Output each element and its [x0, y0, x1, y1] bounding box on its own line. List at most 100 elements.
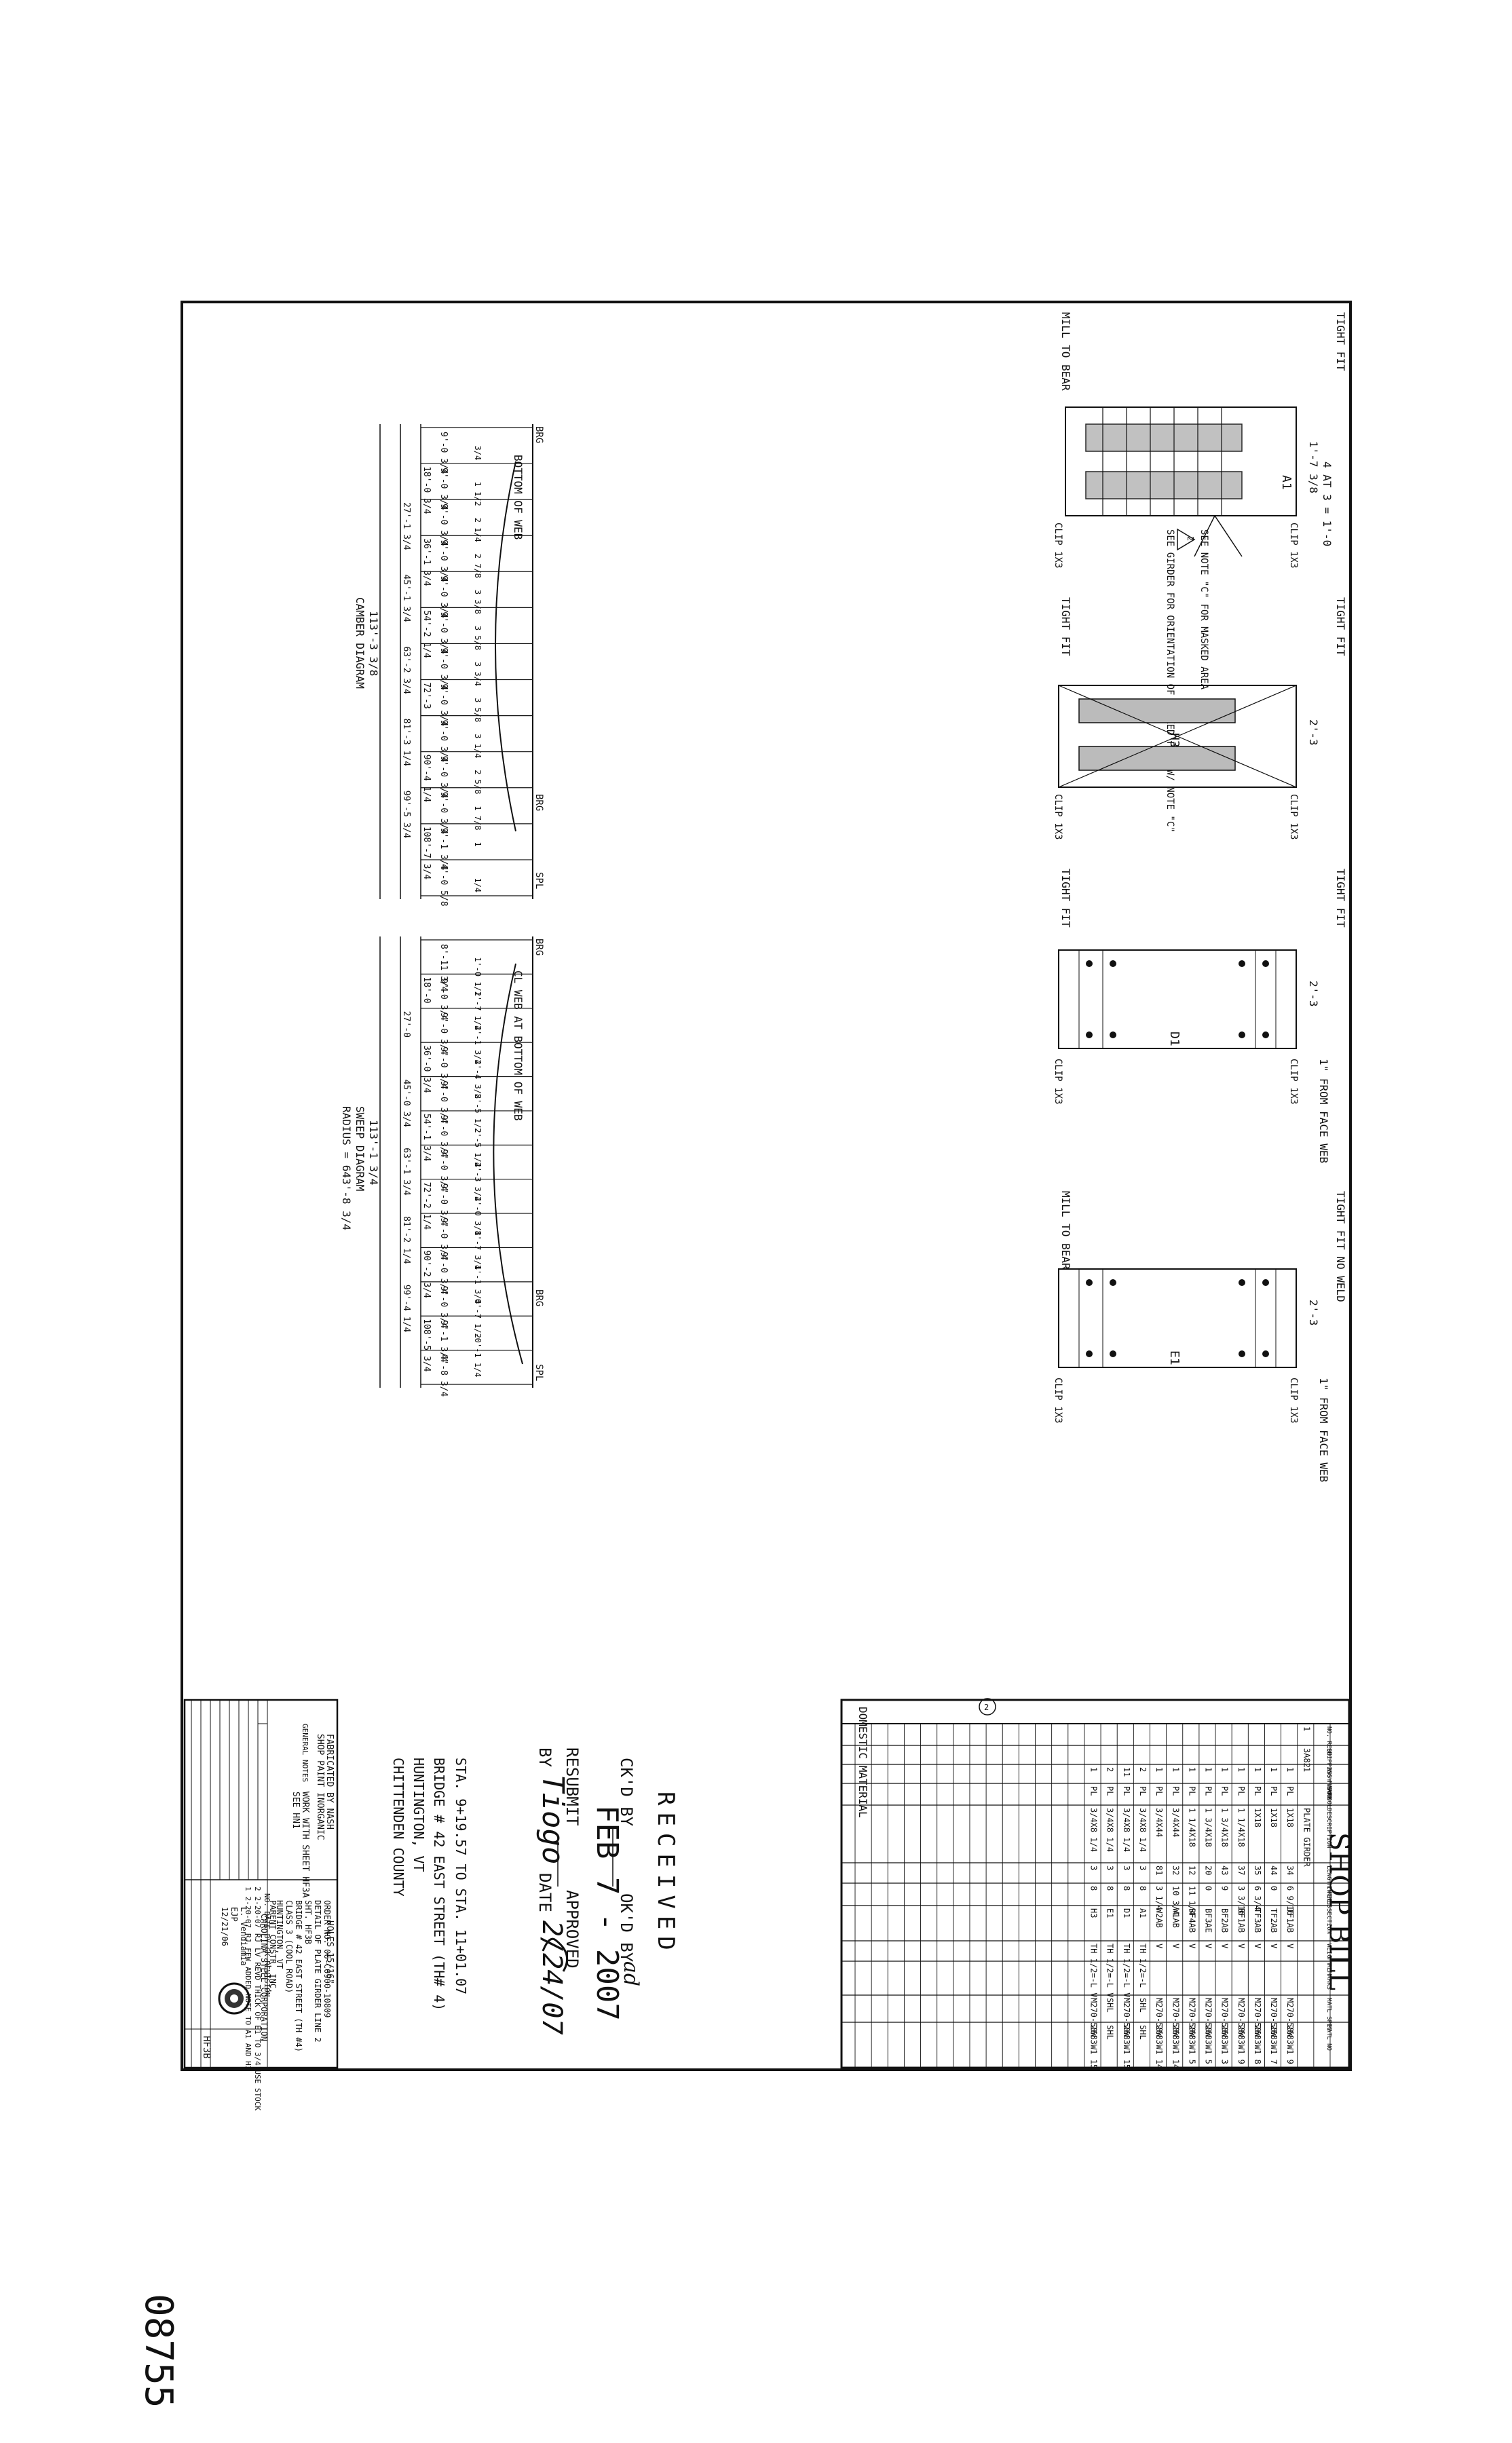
bill-cell: 2683W1 9: [1236, 2025, 1246, 2064]
diagram-ordinate-label: 1'-7 3/4: [473, 1230, 483, 1270]
diagram-span-label: 9'-0 3/4: [438, 1012, 449, 1055]
bill-cell: V: [1154, 1944, 1164, 1948]
company-seal-logo: [218, 1982, 250, 2015]
customer-name: PARENT CONSTR. INC.: [268, 1900, 278, 1993]
received-stamp: RECEIVED CK'D BY OK'D BY ad FEB 7 - 2007…: [535, 1747, 679, 2035]
camber-bottom-of-web: BOTTOM OF WEB: [512, 455, 525, 539]
bill-cell: 3: [1122, 1866, 1131, 1870]
domestic-material: DOMESTIC MATERIAL: [856, 1707, 869, 1818]
bill-cell: H3: [1089, 1908, 1099, 1918]
diagram-cumulative-label: 36'-1 3/4: [421, 538, 432, 586]
bill-cell: 1 1/4X18: [1236, 1808, 1246, 1847]
bill-cell: PL: [1105, 1786, 1115, 1796]
bill-cell: V: [1220, 1944, 1230, 1948]
rev-1-date: 2-20-07: [244, 1897, 252, 1928]
h3-top: TIGHT FIT: [1334, 597, 1347, 656]
sheet-border: [181, 301, 1352, 2071]
bill-cell: BF1AB: [1236, 1908, 1246, 1933]
bill-cell: M270-50W: [1204, 1998, 1213, 2038]
sweep-total: 113'-1 3/4: [367, 1120, 380, 1185]
rev-2-date: 2-20-07: [253, 1897, 262, 1928]
location-name: HUNTINGTON, VT: [275, 1900, 284, 1969]
diagram-ordinate-label: 3 3/4: [473, 662, 483, 686]
bill-cell: 2683W1 5: [1187, 2025, 1196, 2064]
by-label: BY: [535, 1747, 554, 1767]
rev-1-text: ADDED NOTE TO A1 AND H3: [244, 1967, 252, 2070]
bill-header-cell: LENGTH FEET: [1325, 1866, 1332, 1906]
received-date: FEB 7 - 2007: [590, 1805, 624, 2021]
sweep-brg-left: BRG: [533, 939, 544, 955]
diagram-cumulative-label: 45'-1 3/4: [401, 574, 411, 622]
bill-cell: 1: [1154, 1767, 1164, 1772]
bill-cell: 20: [1204, 1866, 1213, 1875]
a1-clip-top: CLIP 1X3: [1288, 523, 1299, 568]
diagram-ordinate-label: 2 7/8: [473, 554, 483, 578]
bill-cell: 1: [1285, 1767, 1295, 1772]
bill-cell: 1: [1171, 1767, 1180, 1772]
bill-cell: M270-50W: [1220, 1998, 1230, 2038]
reviewer-signature: Tiogo: [535, 1775, 570, 1864]
table-rev-number: 2: [984, 1703, 989, 1712]
bill-cell: PL: [1204, 1786, 1213, 1796]
bill-cell: 1X18: [1269, 1808, 1279, 1827]
bill-cell: 1 1/4X18: [1187, 1808, 1196, 1847]
bill-cell: V: [1236, 1944, 1246, 1948]
contract-name: CLASS 3 (COOL ROAD): [284, 1900, 294, 1993]
bill-cell: 2683W1 7: [1269, 2025, 1279, 2064]
bill-cell: V: [1204, 1944, 1213, 1948]
diagram-span-label: 9'-0 3/4: [438, 468, 449, 510]
bill-cell: M270-50W: [1187, 1998, 1196, 2038]
bill-cell: 12: [1187, 1866, 1196, 1875]
bill-cell: PL: [1171, 1786, 1180, 1796]
diagram-span-label: 9'-1 3/4: [438, 1320, 449, 1363]
diagram-ordinate-label: 2 1/4: [473, 518, 483, 542]
bill-cell: SHL: [1138, 1998, 1148, 2013]
sheet-ref: SHT. HF3B: [303, 1900, 313, 1944]
order-no: ORDER NO. 06-C0900-10809: [322, 1900, 332, 2018]
rev-row-2: 22-20-07RJLVREVD THICK OF E1 TO 3/4 USE …: [253, 1887, 262, 2110]
a1-spacing: 4 AT 3 = 1'-0: [1321, 461, 1334, 546]
e1-length: 2'-3: [1307, 1300, 1320, 1326]
bill-cell: M270-50W: [1285, 1998, 1295, 2038]
diagram-span-label: 9'-0 3/4: [438, 792, 449, 835]
bill-cell: 35: [1253, 1866, 1262, 1875]
bill-cell: M270-50W: [1154, 1998, 1164, 2038]
shop-bill-title: SHOP BILL: [1323, 1832, 1355, 1990]
diagram-span-label: 9'-0 3/4: [438, 1046, 449, 1089]
sweep-brg-right: BRG: [533, 1289, 544, 1306]
rev-header: NO. DATE BY CK REVISION: [263, 1893, 271, 1996]
project-station: STA. 9+19.57 TO STA. 11+01.07: [453, 1758, 469, 1994]
d1-clip-bottom: CLIP 1X3: [1053, 1059, 1063, 1104]
bill-cell: 3/4X8 1/4: [1122, 1808, 1131, 1852]
bill-cell: 3/4X44: [1154, 1808, 1164, 1837]
bill-cell: 2683W1 14: [1154, 2025, 1164, 2069]
diagram-ordinate-label: 3/4: [473, 446, 483, 461]
diagram-ordinate-label: 2'-0 3/8: [473, 1196, 483, 1236]
bill-cell: M270-50W: [1122, 1998, 1131, 2038]
bill-cell: 1: [1236, 1767, 1246, 1772]
diagram-cumulative-label: 18'-0 3/4: [421, 466, 432, 514]
bill-cell: 2683W1 5: [1204, 2025, 1213, 2064]
diagram-cumulative-label: 81'-3 1/4: [401, 719, 411, 767]
camber-brg-left: BRG: [533, 426, 544, 443]
bill-cell: TH 1/2=-L V: [1105, 1944, 1115, 1997]
bill-cell: V: [1285, 1944, 1295, 1948]
bill-cell: 3/4X8 1/4: [1138, 1808, 1148, 1852]
bill-cell: 2683W1 15: [1089, 2025, 1099, 2069]
diagram-span-label: 9'-0 3/4: [438, 684, 449, 727]
general-notes: GENERAL NOTES: [301, 1724, 309, 1782]
diagram-cumulative-label: 18'-0: [421, 977, 432, 1003]
bill-cell: PLATE GIRDER: [1302, 1808, 1311, 1867]
diagram-ordinate-label: -0'-1 1/4: [473, 1333, 483, 1377]
diagram-cumulative-label: 54'-1 3/4: [421, 1114, 432, 1162]
bill-cell: 3A82: [1302, 1748, 1311, 1768]
bill-header-cell: ASSY MARK: [1325, 1767, 1332, 1800]
bill-cell: BF2AB: [1220, 1908, 1230, 1933]
bill-cell: 3: [1089, 1866, 1099, 1870]
drawing-date: 12/21/06: [220, 1907, 229, 1946]
diagram-ordinate-label: 1'-1 3/4: [473, 1265, 483, 1304]
bill-header-cell: DESCRIPTION: [1325, 1808, 1332, 1849]
diagram-cumulative-label: 108'-5 3/4: [421, 1319, 432, 1371]
sweep-diagram: 8'-11 3/49'-0 3/49'-0 3/49'-0 3/49'-0 3/…: [340, 936, 544, 1397]
d1-length: 2'-3: [1307, 981, 1320, 1007]
